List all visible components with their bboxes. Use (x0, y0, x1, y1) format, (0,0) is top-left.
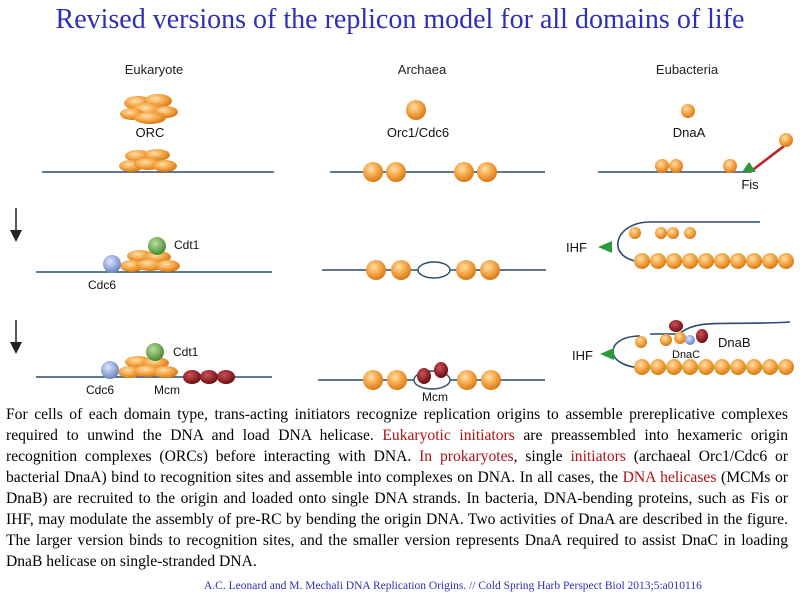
dna-bubble (417, 261, 451, 279)
dnaa-protein (667, 227, 679, 239)
mcm-label: Mcm (422, 390, 448, 404)
orc-label: ORC (136, 125, 165, 140)
orc1-cdc6-protein (456, 260, 476, 280)
cdt1-protein (148, 237, 166, 255)
orc1-cdc6-protein (363, 370, 383, 390)
column-header-eukaryote: Eukaryote (124, 62, 184, 77)
caption-text: For cells of each domain type, trans-act… (6, 406, 788, 444)
dnaa-label: DnaA (673, 125, 706, 140)
dnaa-filament (634, 253, 794, 269)
orc1-cdc6-protein (481, 370, 501, 390)
caption-highlight-initiators: initiators (570, 448, 626, 465)
dnaa-protein (655, 159, 669, 173)
slide-title: Revised versions of the replicon model f… (55, 4, 745, 35)
column-header-archaea: Archaea (397, 62, 447, 77)
orc1-cdc6-label: Orc1/Cdc6 (387, 125, 449, 140)
cdt1-label: Cdt1 (173, 345, 199, 359)
orc1-cdc6-protein (406, 100, 426, 120)
caption-text: (MCMs or DnaB) are recruited to the orig… (6, 469, 788, 570)
ihf-label: IHF (566, 240, 587, 255)
orc1-cdc6-protein (387, 370, 407, 390)
caption-highlight-prokaryotes: In prokaryotes (419, 448, 514, 465)
dnaa-filament (634, 359, 794, 375)
cdt1-protein (146, 343, 164, 361)
orc1-cdc6-protein (480, 260, 500, 280)
cdt1-label: Cdt1 (174, 238, 200, 252)
mcm-helicase (183, 370, 235, 384)
dnaa-protein (684, 227, 696, 239)
orc-complex-bound (119, 149, 177, 172)
orc-complex-bound (120, 250, 180, 272)
dnaa-protein (674, 332, 686, 344)
dnaa-protein (669, 159, 683, 173)
orc1-cdc6-protein (363, 162, 383, 182)
dnaa-protein (635, 336, 647, 348)
orc-complex-free (120, 94, 178, 124)
dnab-helicase (696, 329, 708, 343)
dnaa-protein (629, 227, 641, 239)
cdc6-protein (101, 361, 119, 379)
orc1-cdc6-protein (391, 260, 411, 280)
orc1-cdc6-protein (454, 162, 474, 182)
dnaa-protein (723, 159, 737, 173)
citation: A.C. Leonard and M. Mechali DNA Replicat… (204, 580, 702, 592)
replicon-figure: ORC Cdt1 Cdc6 (10, 94, 794, 404)
fis-protein (742, 162, 756, 172)
caption-highlight-dna-helicases: DNA helicases (622, 469, 717, 486)
dnac-label: DnaC (672, 349, 700, 361)
ihf-protein (600, 348, 614, 360)
ihf-label: IHF (572, 348, 593, 363)
archaea-column: Orc1/Cdc6 Mcm (318, 100, 546, 404)
dna-strand (598, 141, 791, 173)
caption-text: are preassembled into hexameric origin r… (6, 427, 788, 465)
dnab-helicase (669, 320, 683, 332)
dnaa-protein (660, 334, 672, 346)
orc-complex-bound (118, 356, 178, 378)
caption-highlight-eukaryotic-initiators: Eukaryotic initiators (382, 427, 515, 444)
ihf-protein (598, 241, 612, 253)
orc1-cdc6-protein (366, 260, 386, 280)
cdc6-protein (103, 255, 121, 273)
dnaa-protein (655, 227, 667, 239)
cdc6-label: Cdc6 (88, 278, 116, 292)
dnac-protein (685, 335, 695, 345)
cdc6-label: Cdc6 (86, 383, 114, 397)
dnab-label: DnaB (718, 335, 751, 350)
eukaryote-column: ORC Cdt1 Cdc6 (36, 94, 274, 397)
eubacteria-column: DnaA Fis IHF (566, 104, 794, 375)
bent-dna-segment (749, 141, 789, 174)
figure-caption: For cells of each domain type, trans-act… (6, 404, 788, 572)
dna-strand (679, 321, 791, 334)
caption-text: , single (513, 448, 571, 465)
orc1-cdc6-protein (386, 162, 406, 182)
orc1-cdc6-protein (477, 162, 497, 182)
orc1-cdc6-protein (457, 370, 477, 390)
dnaa-protein (681, 104, 695, 118)
mcm-helicase (434, 362, 448, 378)
fis-label: Fis (741, 177, 759, 192)
dnaa-protein (779, 133, 793, 147)
mcm-helicase (417, 368, 431, 384)
mcm-label: Mcm (154, 383, 180, 397)
caption-text: (archaeal Orc1/Cdc6 or bacterial DnaA) b… (6, 448, 788, 486)
column-header-eubacteria: Eubacteria (655, 62, 719, 77)
